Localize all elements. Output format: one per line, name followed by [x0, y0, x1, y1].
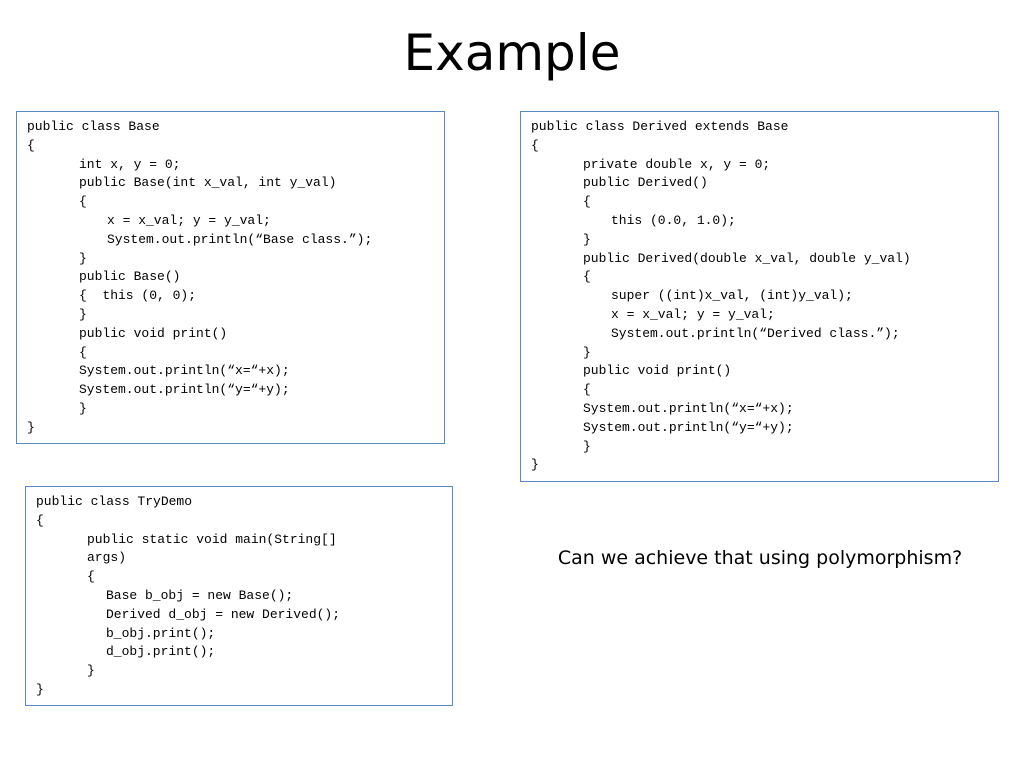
- code-line: {: [79, 344, 87, 360]
- code-line: System.out.println(“y=“+y);: [583, 419, 794, 435]
- code-line: Base b_obj = new Base();: [106, 587, 294, 603]
- code-line: System.out.println(“x=“+x);: [79, 363, 290, 379]
- code-line: }: [27, 419, 35, 435]
- code-line: {: [27, 137, 35, 153]
- code-line: }: [87, 663, 95, 679]
- code-line: {: [531, 137, 539, 153]
- code-line: }: [79, 250, 87, 266]
- code-line: }: [79, 306, 87, 322]
- code-line: public Base(): [79, 269, 181, 285]
- code-line: }: [583, 344, 591, 360]
- code-line: System.out.println(“x=“+x);: [583, 400, 794, 416]
- code-line: int x, y = 0;: [79, 156, 181, 172]
- code-line: args): [87, 550, 127, 566]
- code-line: {: [583, 194, 591, 210]
- code-line: b_obj.print();: [106, 625, 216, 641]
- code-line: x = x_val; y = y_val;: [611, 306, 775, 322]
- code-line: public Derived(): [583, 175, 708, 191]
- code-line: Derived d_obj = new Derived();: [106, 606, 341, 622]
- code-line: System.out.println(“Base class.”);: [107, 231, 373, 247]
- code-line: public void print(): [79, 325, 228, 341]
- code-line: }: [79, 400, 87, 416]
- code-line: {: [87, 569, 95, 585]
- code-line: public Derived(double x_val, double y_va…: [583, 250, 911, 266]
- code-line: private double x, y = 0;: [583, 156, 771, 172]
- code-line: { this (0, 0);: [79, 288, 197, 304]
- code-line: System.out.println(“Derived class.”);: [611, 325, 900, 341]
- base-class-code-box: public class Base { int x, y = 0; public…: [16, 111, 445, 444]
- code-line: public void print(): [583, 363, 732, 379]
- code-line: public class Derived extends Base: [531, 119, 789, 134]
- trydemo-class-code-box: public class TryDemo { public static voi…: [25, 486, 453, 706]
- derived-class-code-box: public class Derived extends Base { priv…: [520, 111, 999, 482]
- code-line: this (0.0, 1.0);: [611, 212, 736, 228]
- code-line: }: [531, 457, 539, 473]
- code-line: d_obj.print();: [106, 644, 216, 660]
- code-line: }: [36, 681, 44, 697]
- code-line: public class TryDemo: [36, 494, 193, 509]
- code-line: {: [79, 194, 87, 210]
- code-line: }: [583, 231, 591, 247]
- code-line: super ((int)x_val, (int)y_val);: [611, 288, 853, 304]
- code-line: public static void main(String[]: [87, 531, 337, 547]
- slide-title: Example: [403, 24, 621, 82]
- code-line: public Base(int x_val, int y_val): [79, 175, 337, 191]
- code-line: {: [583, 269, 591, 285]
- code-line: x = x_val; y = y_val;: [107, 212, 271, 228]
- code-line: public class Base: [27, 119, 160, 134]
- code-line: {: [36, 512, 44, 528]
- code-line: System.out.println(“y=“+y);: [79, 382, 290, 398]
- code-line: }: [583, 438, 591, 454]
- code-line: {: [583, 382, 591, 398]
- polymorphism-question: Can we achieve that using polymorphism?: [557, 547, 963, 569]
